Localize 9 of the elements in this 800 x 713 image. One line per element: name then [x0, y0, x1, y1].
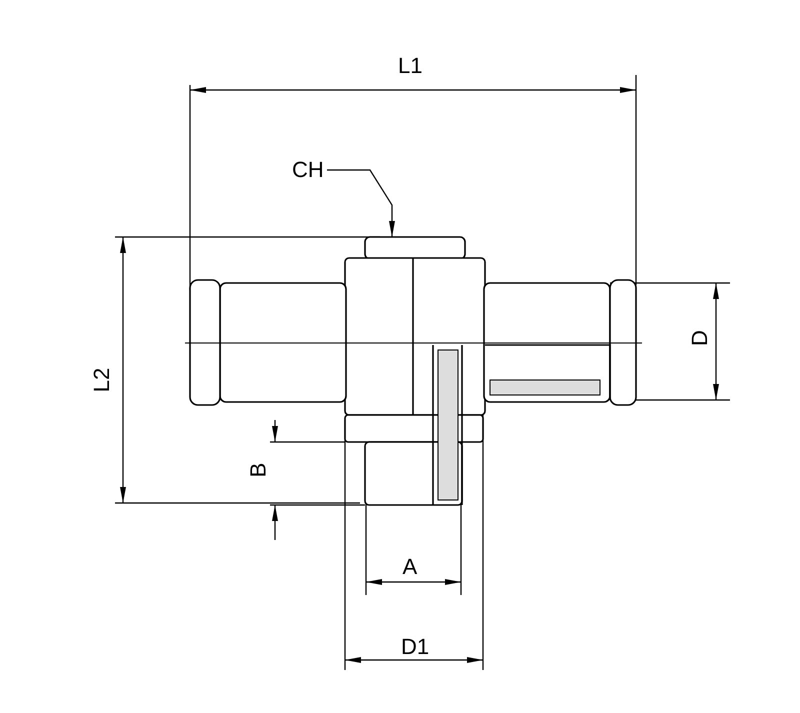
pipe-fitting-drawing [184, 236, 642, 506]
dimension-label: L2 [91, 368, 114, 392]
dimension-label: D1 [401, 636, 430, 658]
dimension-label: D [688, 330, 711, 346]
leader-line [327, 169, 395, 237]
dimension-label: B [246, 462, 269, 478]
dimension-label: L1 [398, 55, 422, 77]
dimension-label: A [402, 556, 418, 578]
callout-label: CH [292, 159, 324, 181]
